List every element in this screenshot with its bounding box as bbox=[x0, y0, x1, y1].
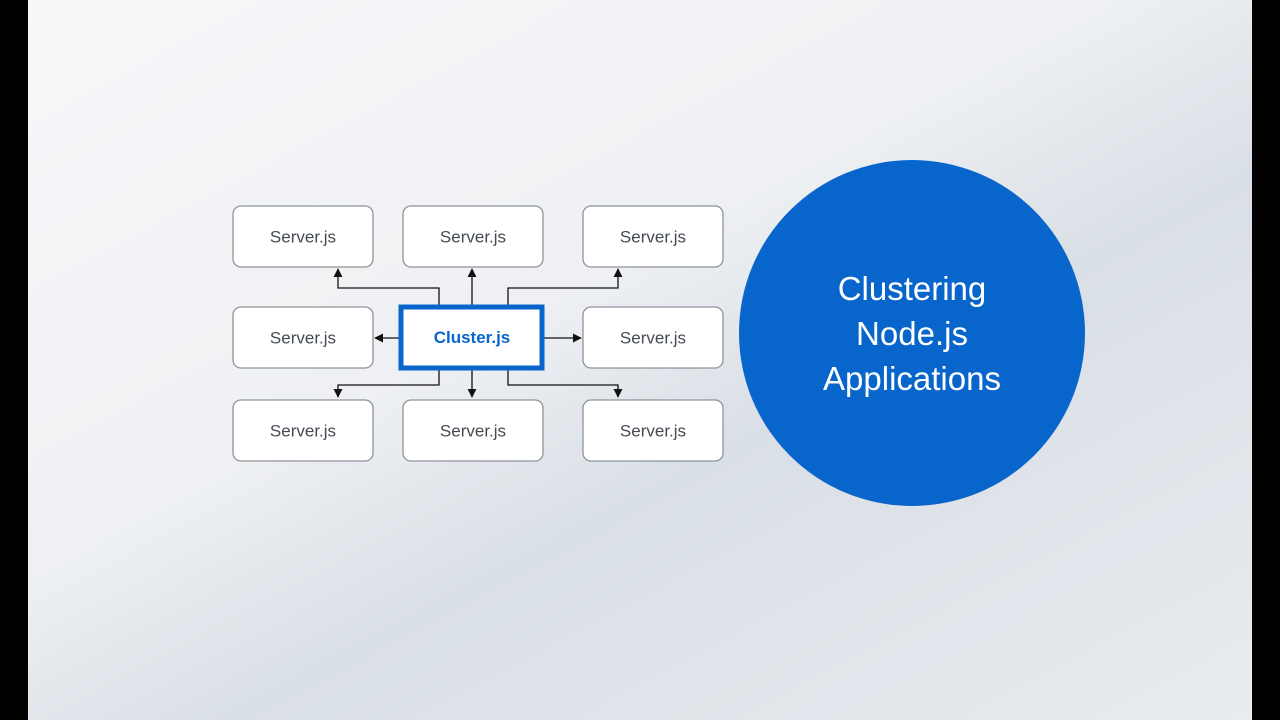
server-label: Server.js bbox=[440, 422, 506, 441]
server-box bbox=[582, 205, 724, 268]
connector-group bbox=[333, 268, 623, 398]
server-box bbox=[582, 306, 724, 369]
server-box bbox=[402, 399, 544, 462]
cluster-label: Cluster.js bbox=[434, 328, 511, 347]
title-circle: Clustering Node.js Applications bbox=[739, 160, 1085, 506]
server-node-bottom-center: Server.js bbox=[402, 399, 544, 462]
title-line-3: Applications bbox=[823, 359, 1001, 397]
server-label: Server.js bbox=[270, 329, 336, 348]
server-node-bottom-right: Server.js bbox=[582, 399, 724, 462]
cluster-node: Cluster.js bbox=[398, 304, 545, 371]
server-node-top-right: Server.js bbox=[582, 205, 724, 268]
connector-arrow-top-right bbox=[507, 268, 623, 305]
title-line-2: Node.js bbox=[856, 314, 968, 352]
server-node-middle-right: Server.js bbox=[582, 306, 724, 369]
server-box bbox=[232, 399, 374, 462]
server-node-top-left: Server.js bbox=[232, 205, 374, 268]
server-box bbox=[402, 205, 544, 268]
server-box bbox=[582, 399, 724, 462]
server-node-top-center: Server.js bbox=[402, 205, 544, 268]
server-label: Server.js bbox=[620, 422, 686, 441]
cluster-box bbox=[398, 304, 545, 371]
connector-arrow-bottom-right bbox=[507, 370, 623, 398]
title-line-1: Clustering bbox=[837, 269, 987, 307]
connector-arrow-top-left bbox=[333, 268, 440, 305]
server-label: Server.js bbox=[270, 422, 336, 441]
server-label: Server.js bbox=[440, 228, 506, 247]
title-text: Clustering Node.js Applications bbox=[823, 266, 1001, 401]
server-box bbox=[232, 306, 374, 369]
server-label: Server.js bbox=[620, 228, 686, 247]
server-node-middle-left: Server.js bbox=[232, 306, 374, 369]
server-box bbox=[232, 205, 374, 268]
server-label: Server.js bbox=[270, 228, 336, 247]
connector-arrow-bottom-left bbox=[333, 370, 440, 398]
server-node-bottom-left: Server.js bbox=[232, 399, 374, 462]
server-label: Server.js bbox=[620, 329, 686, 348]
